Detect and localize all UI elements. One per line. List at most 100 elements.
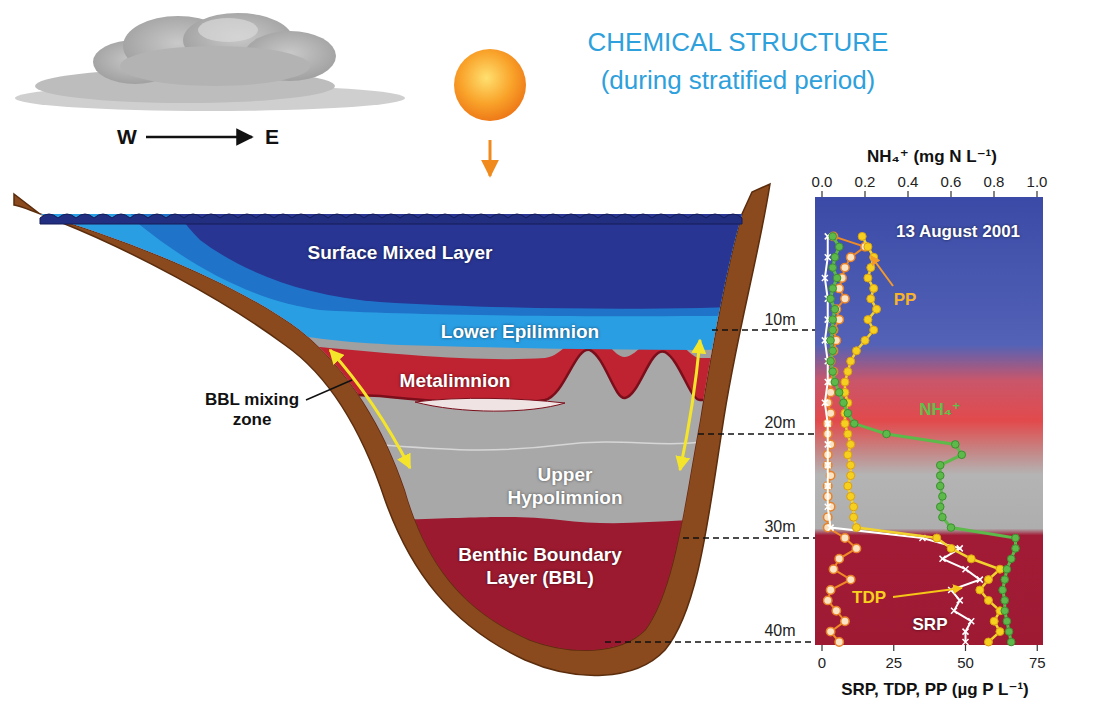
nh4-marker [999,586,1007,594]
tick-label: 50 [957,654,974,671]
nh4-line [831,236,1016,642]
nh4-marker [829,347,837,355]
pp-marker [835,638,843,646]
depth-lines [605,330,815,642]
direction-letter: W [117,125,137,149]
lower-epilimnion-fill [0,190,800,350]
tdp-marker [867,295,875,303]
figure-title: CHEMICAL STRUCTURE (during stratified pe… [548,24,928,99]
pp-marker [826,357,834,365]
series-label: NH₄⁺ [919,400,961,420]
metalimnion-patch [415,398,565,411]
water-column [0,190,800,690]
axis-title: SRP, TDP, PP (µg P L⁻¹) [841,680,1029,700]
srp-marker [825,421,831,427]
wind-arrow [146,136,252,139]
layer-name: Benthic Boundary Layer (BBL) [438,544,642,590]
nh4-marker [827,337,835,345]
tdp-marker [858,232,866,240]
pp-marker [824,513,832,521]
layer-band: Upper Hypolimnion [490,463,640,511]
tdp-marker [847,357,855,365]
art-g [40,214,742,224]
bbl-fill [0,190,800,690]
nh4-marker [844,409,852,417]
tick-label: 0.2 [855,173,876,190]
tick-label: 0 [818,654,826,671]
tdp-marker [841,420,849,428]
layer-band: Surface Mixed Layer [304,241,497,266]
srp-marker [940,556,946,562]
tdp-marker [933,534,941,542]
srp-marker [963,629,969,635]
callout-arrow [893,588,962,597]
nh4-marker [850,420,858,428]
depth-label: 40m [764,622,795,640]
cloud [15,13,405,111]
profile-panel [815,197,1043,645]
pp-marker [829,326,837,334]
tdp-marker [990,617,998,625]
srp-marker [957,597,963,603]
nh4-marker [829,316,837,324]
tick-label: 0.8 [984,173,1005,190]
tick-label: 1.0 [1027,173,1048,190]
nh4-marker [1003,565,1011,573]
metalimnion-fill [0,190,800,404]
tdp-marker [864,243,872,251]
axis-tick [893,645,894,651]
tdp-marker [847,472,855,480]
nh4-marker [939,493,947,501]
tdp-marker [861,336,869,344]
pp-marker [829,232,837,240]
axis-tick [907,191,908,197]
nh4-marker [829,285,837,293]
axis-tick [1037,645,1038,651]
nh4-marker [831,378,839,386]
layer-name: Lower Epilimnion [441,321,599,344]
nh4-marker [827,357,835,365]
pp-line [828,236,865,642]
nh4-marker [840,399,848,407]
srp-marker [963,639,969,645]
pp-marker [824,596,832,604]
nh4-marker [829,233,837,241]
cloud-highlight [198,18,258,42]
nh4-marker [1001,597,1009,605]
axis-tick [821,191,822,197]
profile-chart [822,191,1037,651]
depth-line [712,329,815,331]
tdp-marker [864,274,872,282]
tdp-marker [867,264,875,272]
axis-tick [993,191,994,197]
layer-band: Benthic Boundary Layer (BBL) [434,543,646,591]
tdp-marker [984,638,992,646]
nh4-marker [1003,617,1011,625]
tdp-marker [844,451,852,459]
tick-label: 25 [885,654,902,671]
tdp-marker [841,378,849,386]
nh4-marker [829,368,837,376]
layer-name: Surface Mixed Layer [308,242,493,265]
tdp-marker [864,316,872,324]
tick-label: 0.0 [812,173,833,190]
tdp-marker [996,628,1004,636]
hypolimnion-line [320,440,700,450]
nh4-marker [1005,628,1013,636]
pp-marker [841,617,849,625]
tdp-marker [844,368,852,376]
tdp-marker [852,347,860,355]
tdp-marker [847,440,855,448]
direction-letter: E [265,125,279,149]
pp-marker [835,555,843,563]
pp-marker [847,253,855,261]
pp-marker [852,544,860,552]
tdp-marker [870,326,878,334]
tick-label: 75 [1029,654,1046,671]
layer-name: Upper Hypolimnion [494,464,636,510]
nh4-marker [829,326,837,334]
depth-label: 30m [764,518,795,536]
nh4-marker [1012,534,1020,542]
